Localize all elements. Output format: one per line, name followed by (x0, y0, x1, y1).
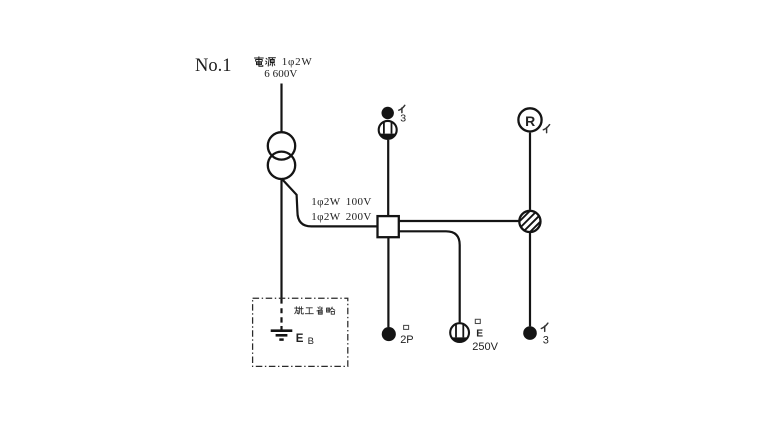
svg-text:3: 3 (400, 113, 406, 125)
svg-text:R: R (525, 113, 535, 129)
svg-text:2P: 2P (400, 334, 413, 346)
svg-text:6 600V: 6 600V (264, 68, 297, 80)
svg-text:No.1: No.1 (195, 56, 232, 76)
svg-text:1φ2W: 1φ2W (311, 196, 340, 208)
svg-text:3: 3 (543, 335, 549, 347)
svg-text:1φ2W: 1φ2W (282, 56, 313, 68)
svg-text:E: E (296, 333, 304, 345)
svg-text:1φ2W: 1φ2W (311, 211, 340, 223)
svg-text:100V: 100V (346, 196, 372, 208)
svg-text:B: B (308, 336, 314, 347)
svg-text:250V: 250V (472, 341, 498, 353)
svg-text:E: E (476, 329, 483, 340)
svg-text:200V: 200V (346, 211, 372, 223)
